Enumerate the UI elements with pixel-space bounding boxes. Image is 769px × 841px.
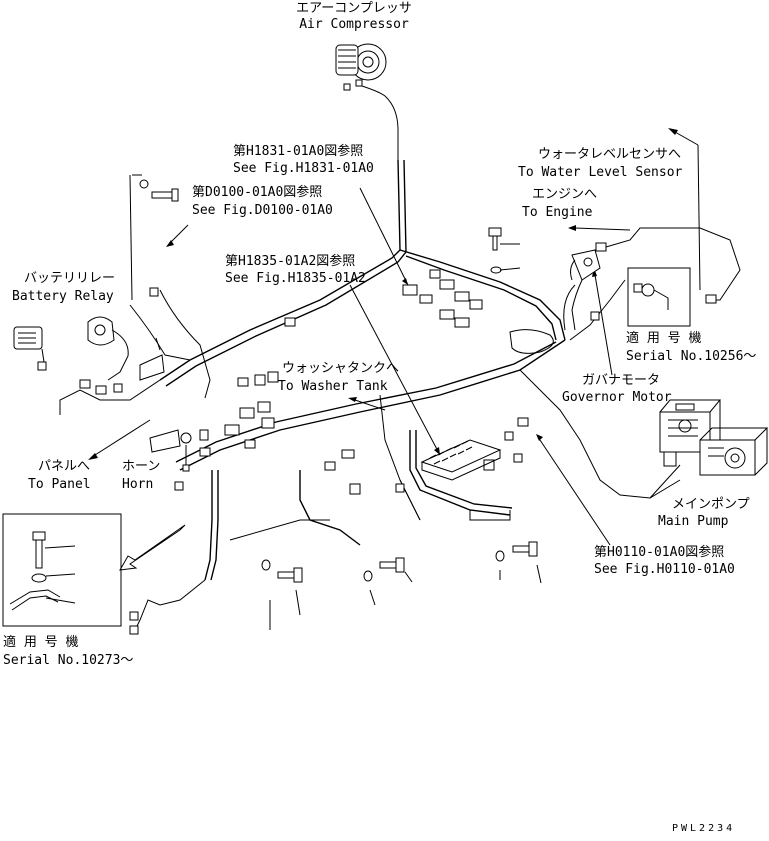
see-h0110-label-jp: 第H0110-01A0図参照 [594, 545, 725, 560]
washer-tank-label-en: To Washer Tank [278, 379, 388, 394]
water-level-sensor-inset [605, 227, 741, 327]
main-pump-label-en: Main Pump [658, 514, 729, 529]
see-d0100-label-jp: 第D0100-01A0図参照 [192, 185, 323, 200]
battery-relay-label-jp: バッテリリレー [24, 271, 116, 286]
harness-connectors [129, 242, 717, 635]
to-panel-label-jp: パネルへ [38, 459, 91, 474]
battery-relay-label-en: Battery Relay [12, 289, 114, 304]
horn-label-jp: ホーン [122, 459, 161, 474]
serial-10256-label-jp: 適 用 号 機 [626, 331, 702, 346]
main-pump-label-jp: メインポンプ [672, 497, 750, 512]
to-engine-label-jp: エンジンへ [532, 187, 598, 202]
air-compressor-drawing [335, 43, 399, 160]
serial-10273-inset [2, 513, 122, 627]
leaders-and-bolts [88, 128, 701, 630]
drawing-code: PWL2234 [672, 823, 736, 834]
see-h1835-label-en: See Fig.H1835-01A2 [225, 271, 366, 286]
see-h1831-label-jp: 第H1831-01A0図参照 [233, 144, 364, 159]
washer-tank-label-jp: ウォッシャタンクへ [282, 361, 400, 376]
air-compressor-label-en: Air Compressor [299, 17, 409, 32]
battery-relay-drawing [13, 316, 165, 395]
water-level-label-jp: ウォータレベルセンサへ [538, 147, 682, 162]
relay-block [420, 439, 511, 521]
see-h1835-label-jp: 第H1835-01A2図参照 [225, 254, 356, 269]
see-h0110-label-en: See Fig.H0110-01A0 [594, 562, 735, 577]
governor-motor-drawing [570, 249, 601, 331]
governor-motor-label-jp: ガバナモータ [582, 373, 661, 388]
governor-motor-label-en: Governor Motor [562, 390, 672, 405]
water-level-label-en: To Water Level Sensor [518, 165, 683, 180]
main-pump-drawing [659, 399, 769, 476]
see-h1831-label-en: See Fig.H1831-01A0 [233, 161, 374, 176]
horn-label-en: Horn [122, 477, 154, 492]
horn-drawing [149, 429, 192, 472]
to-panel-label-en: To Panel [28, 477, 91, 492]
air-compressor-label-jp: エアーコンプレッサ [296, 1, 412, 16]
see-d0100-label-en: See Fig.D0100-01A0 [192, 203, 333, 218]
to-engine-label-en: To Engine [522, 205, 593, 220]
main-harness [59, 159, 681, 631]
serial-10256-label-en: Serial No.10256～ [626, 349, 757, 364]
serial-10273-label-jp: 適 用 号 機 [3, 635, 79, 650]
serial-10273-label-en: Serial No.10273～ [3, 653, 134, 668]
